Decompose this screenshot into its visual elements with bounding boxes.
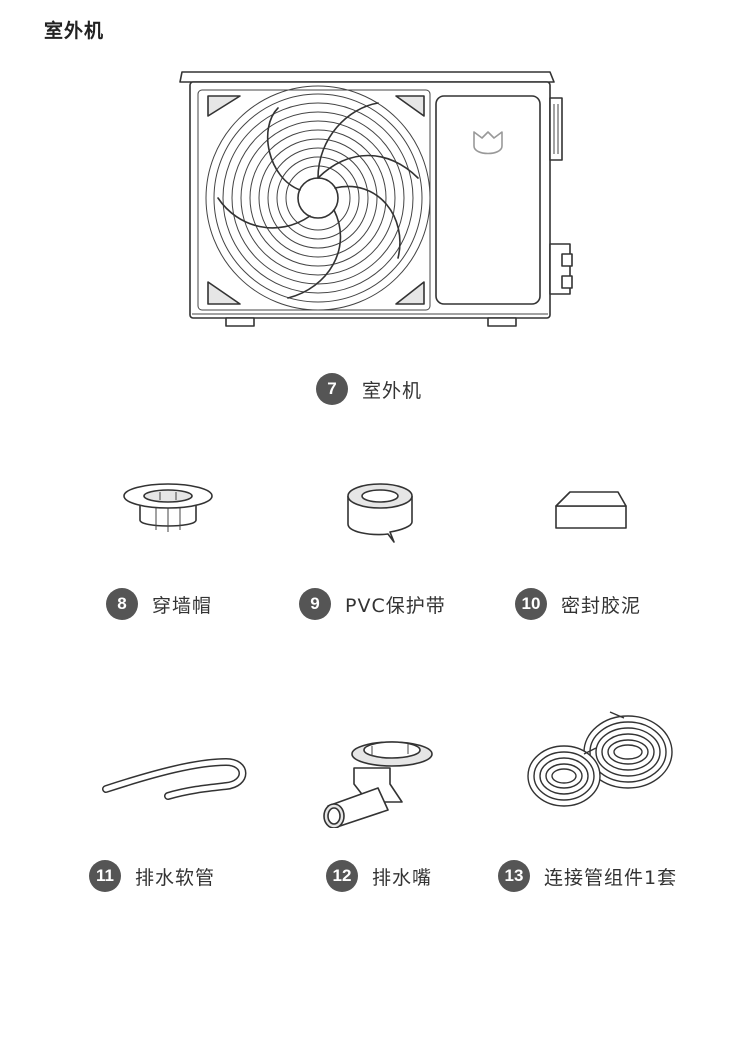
item-8-caption: 8 穿墙帽 xyxy=(106,588,212,620)
item-9-caption: 9 PVC保护带 xyxy=(299,588,446,620)
sealing-putty-illustration xyxy=(555,491,627,529)
item-number-badge: 9 xyxy=(299,588,331,620)
item-number-badge: 8 xyxy=(106,588,138,620)
item-label: 穿墙帽 xyxy=(152,594,213,617)
item-10-caption: 10 密封胶泥 xyxy=(515,588,641,620)
item-number-badge: 10 xyxy=(515,588,547,620)
item-label: 室外机 xyxy=(362,379,423,402)
item-label: 密封胶泥 xyxy=(561,594,642,617)
item-label: 排水嘴 xyxy=(372,866,433,889)
item-number-badge: 7 xyxy=(316,373,348,405)
section-title: 室外机 xyxy=(44,20,105,42)
item-number-badge: 12 xyxy=(326,860,358,892)
item-12-caption: 12 排水嘴 xyxy=(326,860,432,892)
item-11-caption: 11 排水软管 xyxy=(89,860,215,892)
wall-cap-illustration xyxy=(123,483,213,532)
pipe-coils-illustration xyxy=(527,711,673,807)
item-label: 排水软管 xyxy=(135,866,216,889)
drain-nozzle-illustration xyxy=(323,741,433,828)
item-13-caption: 13 连接管组件1套 xyxy=(498,860,677,892)
item-number-badge: 13 xyxy=(498,860,530,892)
fan-grille xyxy=(205,85,431,311)
item-label: 连接管组件1套 xyxy=(544,866,678,889)
pvc-tape-illustration xyxy=(347,483,413,543)
item-label: PVC保护带 xyxy=(345,594,446,617)
item-number-badge: 11 xyxy=(89,860,121,892)
mi-logo-icon xyxy=(473,131,503,155)
item-7-caption: 7 室外机 xyxy=(316,373,422,405)
drain-hose-illustration xyxy=(102,757,247,800)
outdoor-unit-illustration xyxy=(179,71,573,327)
